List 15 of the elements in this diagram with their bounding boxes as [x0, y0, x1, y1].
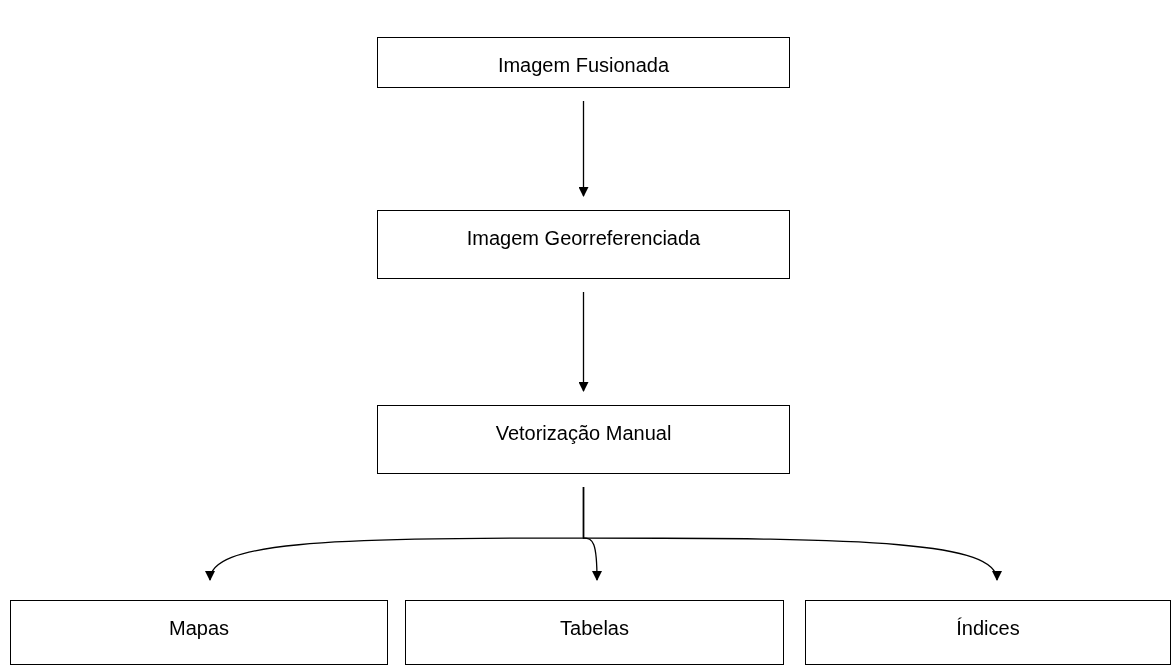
arrow — [578, 100, 589, 197]
arrow — [578, 291, 589, 392]
arrow — [582, 486, 1000, 581]
process-box — [377, 405, 790, 474]
box-label: Mapas — [169, 616, 229, 641]
box-label: Imagem Fusionada — [497, 53, 670, 78]
box-label: Imagem Georreferenciada — [466, 226, 701, 251]
box-label: Índices — [956, 616, 1020, 641]
process-box — [405, 600, 784, 665]
box-label: Vetorização Manual — [495, 421, 672, 446]
box-label: Tabelas — [560, 616, 629, 641]
process-box — [377, 210, 790, 279]
process-box — [805, 600, 1171, 665]
process-box — [10, 600, 388, 665]
process-box — [377, 37, 790, 88]
